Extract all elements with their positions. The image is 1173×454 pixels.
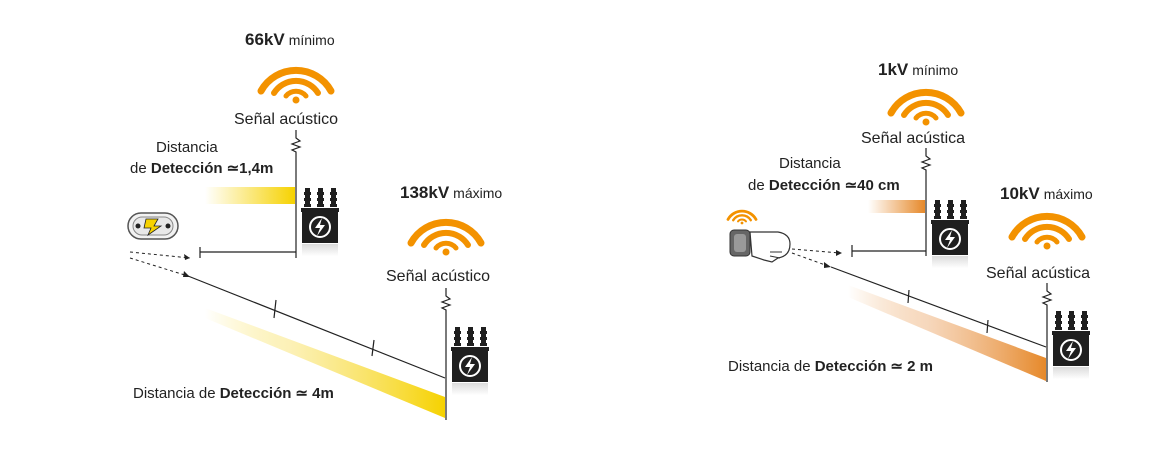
right-near-distance-line1: Distancia — [779, 155, 841, 172]
zigzag-connector-icon — [441, 287, 451, 317]
sound-wave-icon — [1012, 216, 1082, 249]
left-near-signal-label: Señal acústico — [234, 111, 338, 128]
transformer-icon — [930, 199, 970, 269]
transformer-icon — [300, 187, 340, 257]
near-distance-bar — [868, 200, 925, 213]
far-measure-line — [830, 266, 1047, 348]
zigzag-connector-icon — [921, 147, 931, 177]
left-near-distance-line1: Distancia — [156, 139, 218, 156]
left-long-distance-label: Distancia de Detección≃ 4m — [133, 385, 334, 402]
right-near-distance-line2: de Detección≃40 cm — [748, 177, 900, 194]
transformer-icon — [1051, 310, 1091, 380]
far-dotted-arrow — [129, 257, 189, 277]
handheld-detector-icon — [127, 212, 179, 240]
near-dotted-arrow — [129, 251, 191, 259]
zigzag-connector-icon — [1042, 282, 1052, 312]
sound-wave-icon — [261, 70, 331, 103]
wrist-detector-icon — [726, 209, 791, 263]
left-near-distance-line2: de Detección≃1,4m — [130, 160, 273, 177]
far-distance-bar — [205, 308, 445, 418]
far-measure-line — [187, 275, 446, 379]
right-long-distance-label: Distancia de Detección≃ 2 m — [728, 358, 933, 375]
near-distance-bar — [205, 187, 295, 204]
left-far-signal-label: Señal acústico — [386, 268, 490, 285]
right-far-signal-label: Señal acústica — [986, 265, 1090, 282]
right-near-signal-label: Señal acústica — [861, 130, 965, 147]
sound-wave-icon — [891, 92, 961, 125]
far-distance-bar — [848, 285, 1046, 381]
zigzag-connector-icon — [291, 129, 301, 159]
transformer-icon — [450, 326, 490, 396]
sound-wave-icon — [411, 222, 481, 255]
